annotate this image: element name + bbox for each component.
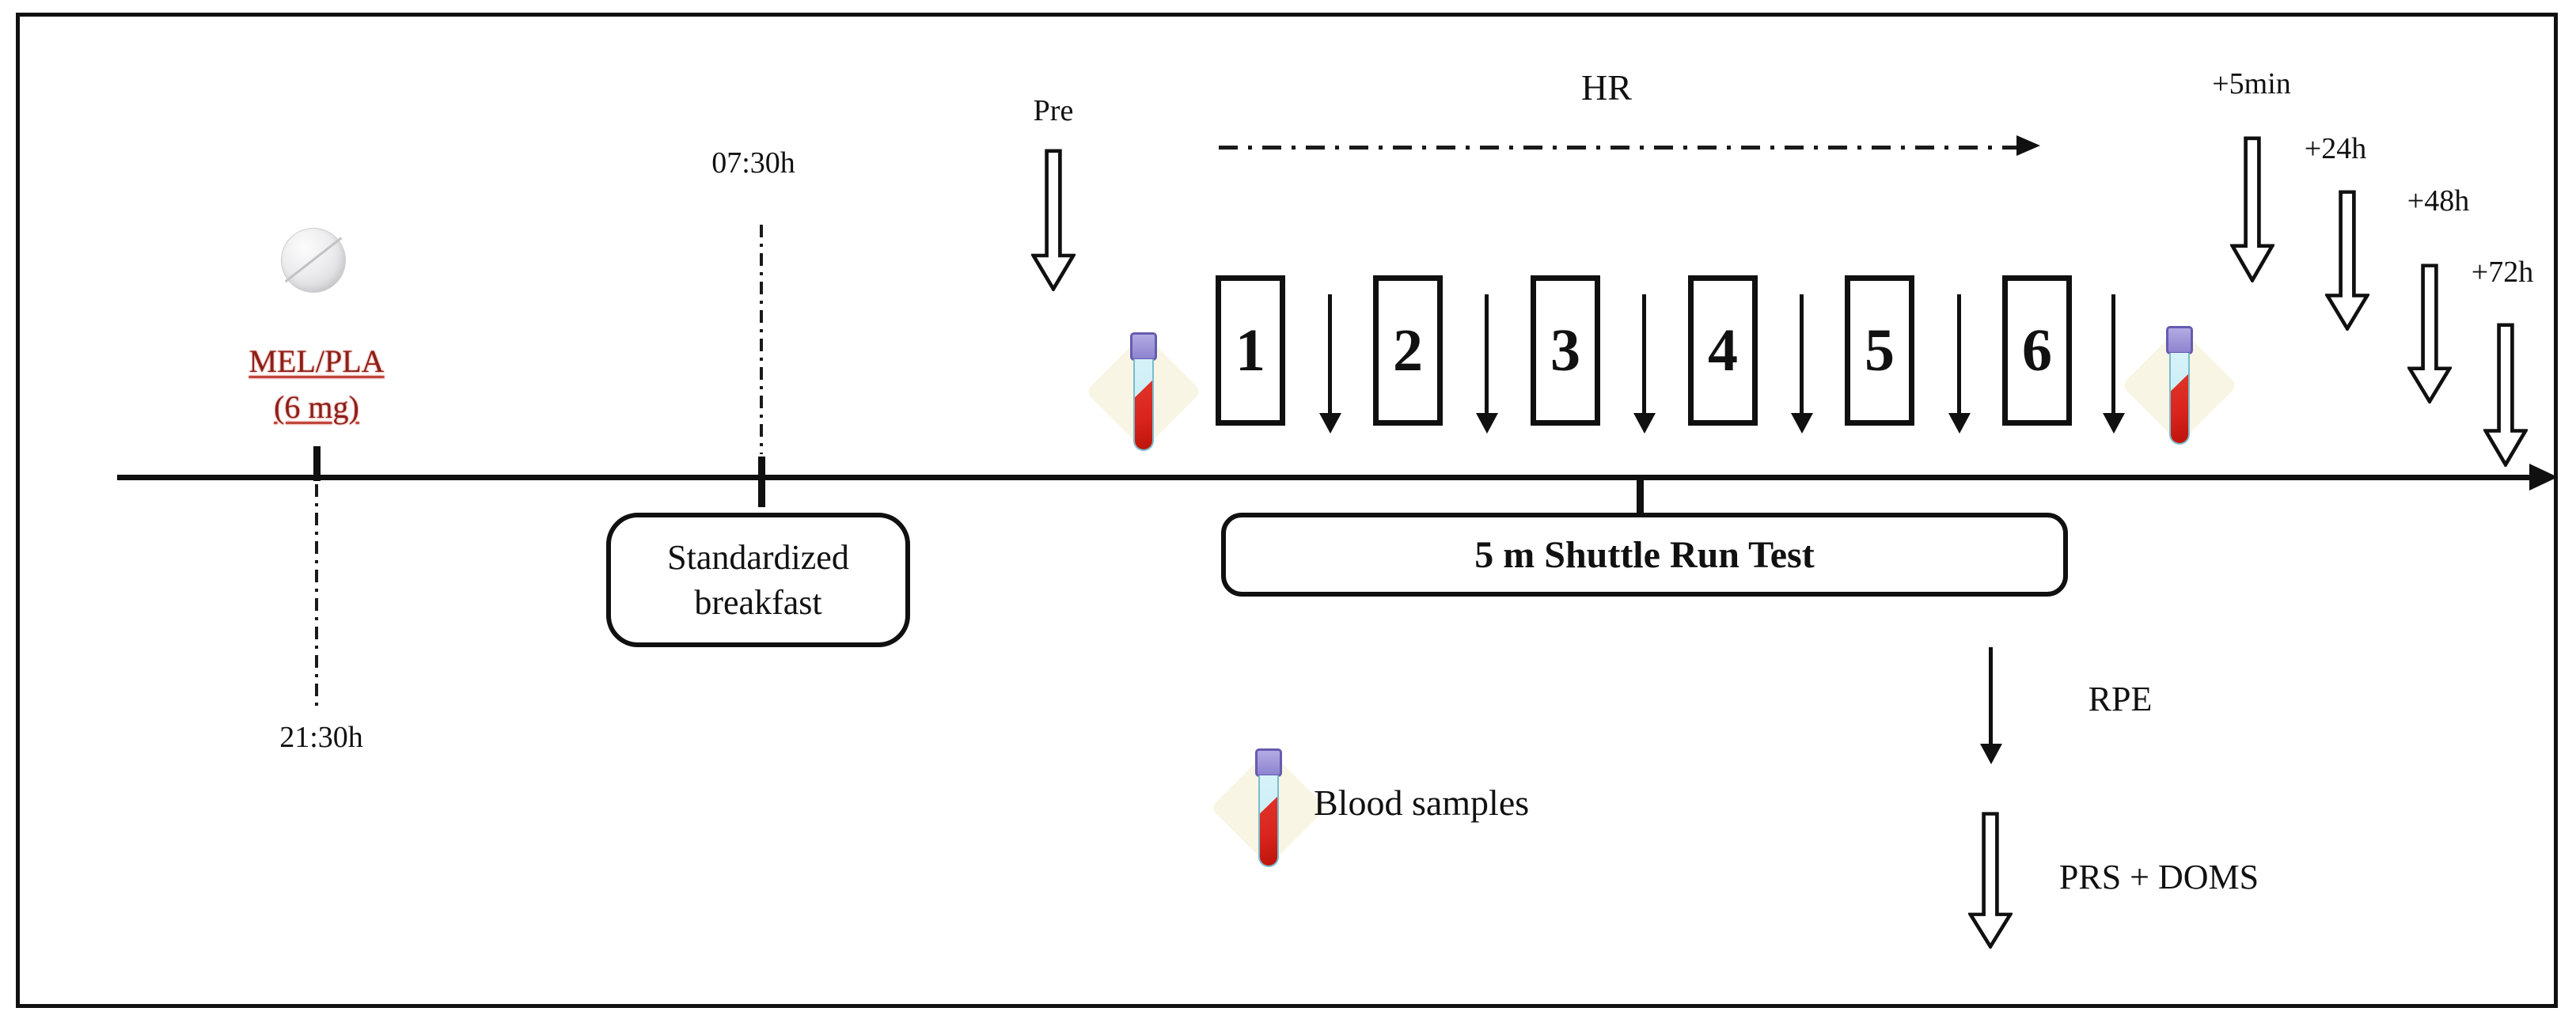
tube-body — [1258, 775, 1279, 867]
tube-cap — [2166, 326, 2193, 354]
rpe-arrow-icon — [1989, 647, 1993, 744]
hr-label: HR — [1581, 67, 1632, 108]
set-arrow-6-icon — [2111, 294, 2115, 413]
timeline-arrowhead-icon — [2529, 464, 2558, 491]
set-box-6: 6 — [2002, 275, 2072, 426]
set-box-3: 3 — [1531, 275, 1600, 426]
pill-icon — [281, 228, 346, 293]
breakfast-box-label: Standardized breakfast — [667, 537, 849, 622]
set-arrow-2-icon — [1485, 294, 1489, 413]
set-number: 4 — [1708, 316, 1738, 384]
tube-body — [1133, 359, 1154, 451]
tube-cap — [1130, 332, 1157, 361]
set-box-4: 4 — [1688, 275, 1758, 426]
post-24h-hollow-arrow-icon — [2325, 190, 2369, 331]
intervention-label: MEL/PLA (6 mg) — [248, 339, 384, 430]
prs-doms-label: PRS + DOMS — [2058, 858, 2259, 896]
set-arrow-5-icon — [1957, 294, 1961, 413]
set-arrow-3-icon — [1642, 294, 1646, 413]
rpe-label: RPE — [2088, 680, 2153, 718]
set-arrow-4-icon — [1800, 294, 1804, 413]
timeline-tick-shuttle-test — [1637, 475, 1644, 513]
post-time-24h-label: +24h — [2304, 132, 2367, 165]
prs-doms-hollow-arrow-icon — [1968, 812, 2013, 949]
hr-arrowhead-icon — [2016, 135, 2040, 156]
tube-blood — [1135, 380, 1152, 449]
timeline-axis — [117, 475, 2532, 480]
breakfast-time-label: 07:30h — [711, 146, 795, 180]
set-number: 6 — [2022, 316, 2052, 384]
set-arrow-1-icon — [1328, 294, 1332, 413]
dashline-breakfast — [760, 225, 763, 454]
figure-border — [16, 13, 2558, 1008]
tube-blood — [2171, 373, 2188, 443]
shuttle-run-test-box: 5 m Shuttle Run Test — [1221, 513, 2068, 597]
intervention-dose: (6 mg) — [274, 389, 359, 425]
post-72h-hollow-arrow-icon — [2483, 323, 2528, 467]
post-time-72h-label: +72h — [2471, 256, 2534, 289]
post-time-5min-label: +5min — [2212, 67, 2291, 100]
pre-label: Pre — [1033, 94, 1074, 127]
post-48h-hollow-arrow-icon — [2407, 263, 2452, 404]
shuttle-run-test-label: 5 m Shuttle Run Test — [1474, 533, 1815, 576]
breakfast-box: Standardized breakfast — [606, 513, 910, 647]
tube-body — [2169, 353, 2190, 445]
timeline-tick-breakfast — [758, 457, 765, 507]
intervention-name: MEL/PLA — [248, 343, 385, 379]
tube-cap — [1255, 748, 1282, 777]
post-5min-hollow-arrow-icon — [2230, 136, 2274, 282]
pre-hollow-arrow-icon — [1031, 149, 1076, 291]
post-time-48h-label: +48h — [2407, 184, 2470, 218]
hr-dashdot-arrow — [1219, 146, 2016, 150]
set-number: 2 — [1393, 316, 1423, 384]
set-number: 5 — [1865, 316, 1895, 384]
set-box-5: 5 — [1845, 275, 1914, 426]
intervention-time-label: 21:30h — [279, 721, 363, 754]
legend-blood-samples-label: Blood samples — [1314, 782, 1530, 823]
set-number: 1 — [1235, 316, 1265, 384]
legend-blood-tube-icon — [1210, 748, 1327, 867]
set-box-1: 1 — [1216, 275, 1285, 426]
timeline-tick-intervention — [313, 446, 321, 481]
blood-tube-icon — [2121, 326, 2238, 445]
tube-blood — [1260, 796, 1277, 866]
dashline-intervention — [315, 484, 318, 707]
set-box-2: 2 — [1373, 275, 1443, 426]
set-number: 3 — [1550, 316, 1580, 384]
blood-tube-icon — [1085, 332, 1202, 451]
